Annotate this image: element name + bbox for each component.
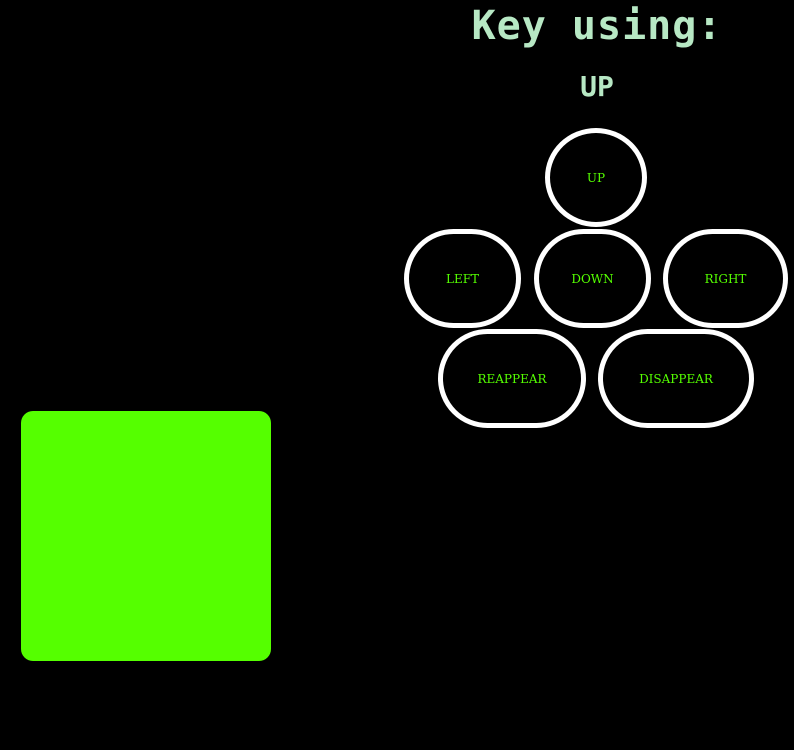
key-using-title: Key using: bbox=[471, 3, 723, 49]
disappear-button[interactable]: DISAPPEAR bbox=[598, 329, 754, 428]
movable-green-square bbox=[21, 411, 271, 661]
right-button[interactable]: RIGHT bbox=[663, 229, 788, 328]
current-key-label: UP bbox=[580, 70, 614, 103]
reappear-button[interactable]: REAPPEAR bbox=[438, 329, 586, 428]
up-button[interactable]: UP bbox=[545, 128, 647, 227]
left-button[interactable]: LEFT bbox=[404, 229, 521, 328]
down-button[interactable]: DOWN bbox=[534, 229, 651, 328]
